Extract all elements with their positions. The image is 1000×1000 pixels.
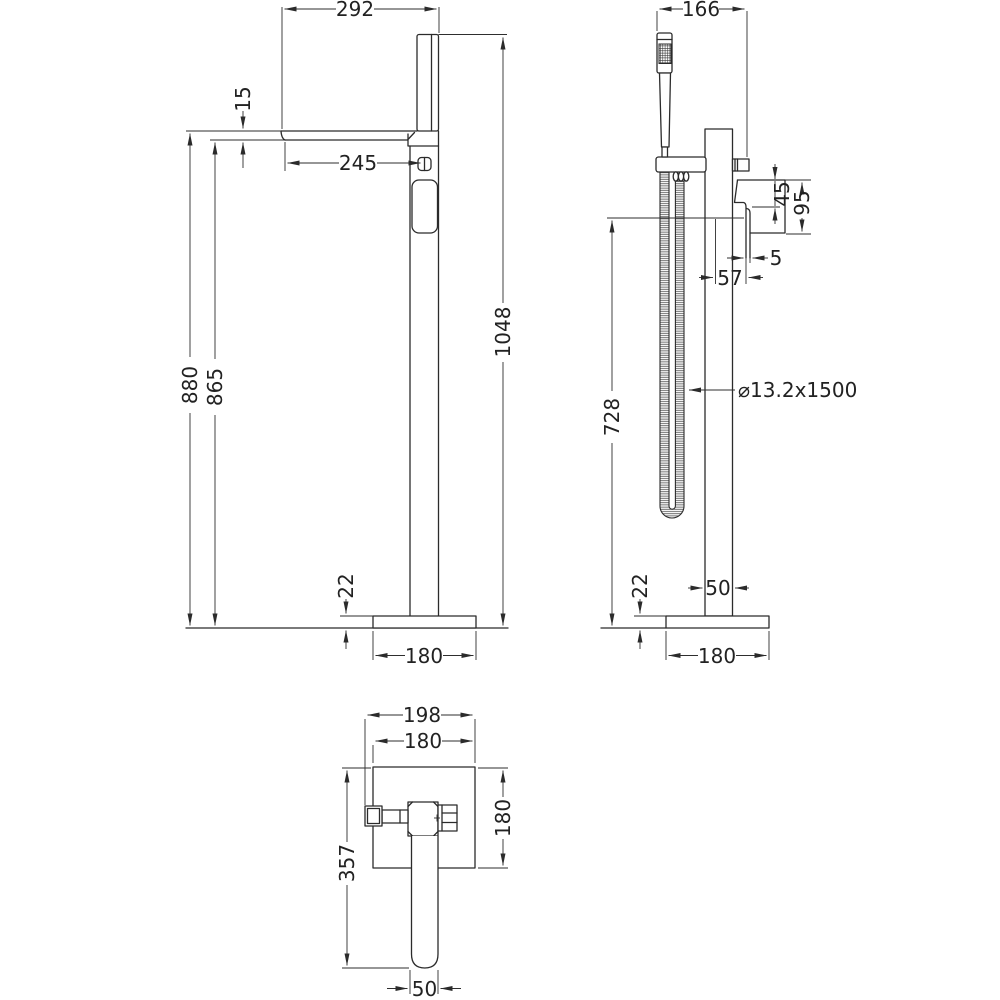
dim-plan-plate-width: 180 xyxy=(404,729,442,753)
dim-side-base-thickness: 22 xyxy=(628,573,652,598)
plan-dimensions: 198 180 357 180 50 xyxy=(335,703,515,1000)
dim-side-overall-depth: 166 xyxy=(682,0,720,21)
dim-side-outlet-offset: 57 xyxy=(717,266,742,290)
front-lever xyxy=(411,179,439,234)
front-handle-bar xyxy=(416,33,440,132)
dim-side-outlet-height: 728 xyxy=(600,398,624,436)
side-dimensions: 166 45 95 5 57 ⌀13.2x1500 728 xyxy=(600,0,857,668)
plan-hex-nut xyxy=(437,804,458,832)
front-base-plate xyxy=(372,615,477,629)
side-view: 166 45 95 5 57 ⌀13.2x1500 728 xyxy=(600,0,857,668)
dim-front-base-width: 180 xyxy=(405,644,443,668)
front-tap-body xyxy=(185,33,509,629)
dim-plan-plate-depth: 180 xyxy=(491,799,515,837)
dim-front-spout-projection: 245 xyxy=(339,151,377,175)
plan-valve-body xyxy=(407,801,439,837)
dim-side-handle-drop: 45 xyxy=(770,181,794,206)
dim-side-column-width: 50 xyxy=(705,576,730,600)
dim-side-lip-offset: 5 xyxy=(770,246,783,270)
dim-front-overall-height: 1048 xyxy=(491,307,515,358)
dim-plan-overall-width: 198 xyxy=(403,703,441,727)
side-spray-face xyxy=(658,43,672,64)
dim-side-base-depth: 180 xyxy=(698,644,736,668)
side-handset-connector xyxy=(661,146,669,158)
dim-front-spout-height: 880 xyxy=(178,366,202,404)
plan-handle-knob xyxy=(364,805,383,827)
side-column xyxy=(704,128,734,617)
side-handset-handle xyxy=(658,72,672,148)
side-shower-hose xyxy=(659,171,685,519)
side-hose-nut xyxy=(677,171,685,182)
dim-front-clearance-height: 865 xyxy=(203,368,227,406)
dim-side-spout-drop: 95 xyxy=(790,190,814,215)
plan-view: 198 180 357 180 50 xyxy=(335,703,515,1000)
side-tap-body xyxy=(600,32,786,629)
side-lever xyxy=(736,179,786,234)
dim-front-spout-reach: 292 xyxy=(336,0,374,21)
dim-front-spout-thickness: 15 xyxy=(231,86,255,111)
dim-plan-lever-width: 50 xyxy=(412,977,437,1000)
dim-side-hose-size: ⌀13.2x1500 xyxy=(738,378,857,402)
plan-tap-body xyxy=(364,766,476,969)
dim-front-base-thickness: 22 xyxy=(334,573,358,598)
front-view: 292 15 245 880 865 1048 22 xyxy=(178,0,515,668)
plan-handle-shaft xyxy=(381,809,409,824)
dim-plan-overall-depth: 357 xyxy=(335,844,359,882)
front-spout-tip xyxy=(280,130,286,141)
front-dimensions: 292 15 245 880 865 1048 22 xyxy=(178,0,515,668)
side-base-plate xyxy=(665,615,770,629)
side-outlet-fitting xyxy=(731,158,750,172)
plan-lever xyxy=(410,836,439,969)
side-handset-cradle xyxy=(655,156,707,173)
